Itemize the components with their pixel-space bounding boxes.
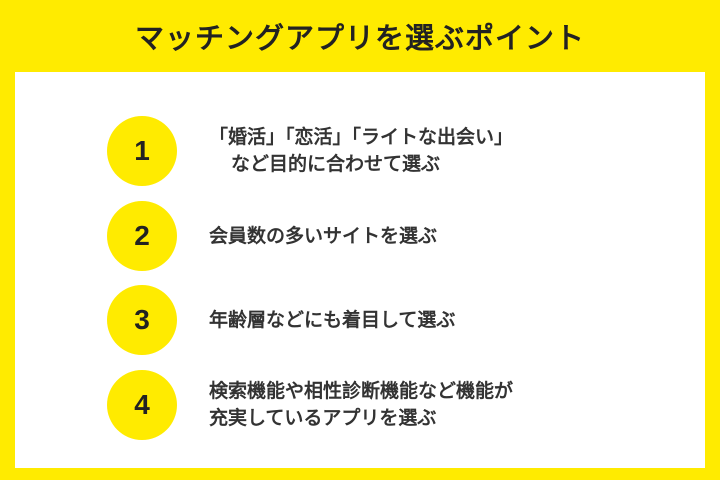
- point-text: 検索機能や相性診断機能など機能が 充実しているアプリを選ぶ: [209, 370, 679, 440]
- point-item: 1 「婚活」「恋活」「ライトな出会い」 など目的に合わせて選ぶ: [15, 116, 705, 202]
- point-item: 3 年齢層などにも着目して選ぶ: [15, 285, 705, 371]
- point-number-badge: 4: [107, 370, 177, 440]
- point-text: 会員数の多いサイトを選ぶ: [209, 201, 679, 271]
- point-text-line: 「婚活」「恋活」「ライトな出会い」: [209, 126, 514, 148]
- point-text-line: 年齢層などにも着目して選ぶ: [209, 308, 456, 331]
- point-text: 「婚活」「恋活」「ライトな出会い」 など目的に合わせて選ぶ: [209, 116, 679, 186]
- points-panel: 1 「婚活」「恋活」「ライトな出会い」 など目的に合わせて選ぶ 2 会員数の多い…: [15, 72, 705, 468]
- point-number-badge: 3: [107, 285, 177, 355]
- page-title: マッチングアプリを選ぶポイント: [134, 21, 585, 55]
- point-text-line: 検索機能や相性診断機能など機能が: [209, 380, 514, 402]
- point-number-badge: 2: [107, 201, 177, 271]
- point-item: 4 検索機能や相性診断機能など機能が 充実しているアプリを選ぶ: [15, 370, 705, 456]
- point-item: 2 会員数の多いサイトを選ぶ: [15, 201, 705, 287]
- point-number-badge: 1: [107, 116, 177, 186]
- point-text-line: 充実しているアプリを選ぶ: [209, 407, 437, 429]
- point-text-line: 会員数の多いサイトを選ぶ: [209, 224, 438, 247]
- point-text-line: など目的に合わせて選ぶ: [231, 153, 441, 175]
- point-text: 年齢層などにも着目して選ぶ: [209, 285, 679, 355]
